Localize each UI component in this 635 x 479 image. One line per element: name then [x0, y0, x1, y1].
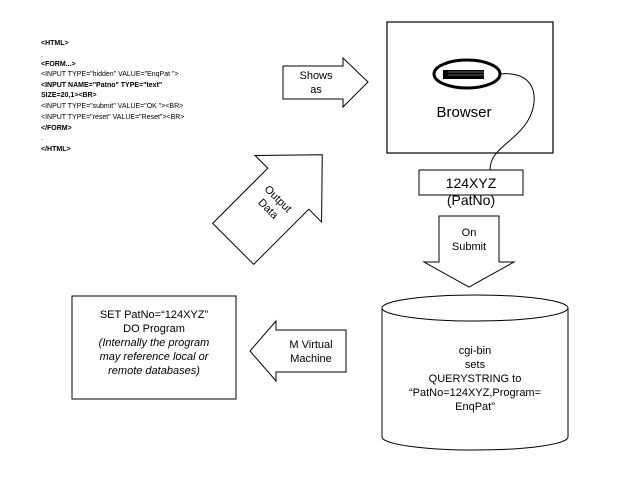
cgi-line-2: sets [465, 359, 486, 371]
cgi-line-4: “PatNo=124XYZ,Program= [409, 387, 541, 399]
cgi-cylinder-body [381, 308, 569, 451]
on-submit-label-2: Submit [452, 241, 486, 253]
code-line: SIZE=20,1><BR> [41, 92, 97, 99]
on-submit-label-1: On [462, 227, 477, 239]
program-box [71, 295, 237, 400]
code-line: <HTML> [41, 40, 69, 47]
code-line: <INPUT TYPE="reset" VALUE="Reset"><BR> [41, 114, 185, 121]
cgi-line-1: cgi-bin [459, 345, 491, 357]
patno-value: 124XYZ [446, 175, 497, 191]
patno-value-box [418, 169, 524, 196]
shows-as-label-1: Shows [299, 70, 333, 82]
program-line-2: DO Program [123, 323, 185, 335]
cgi-cylinder-top [381, 294, 569, 322]
code-line: <INPUT NAME="Patno" TYPE="text" [41, 82, 163, 89]
browser-text-field-icon [443, 70, 484, 79]
mvm-label-1: M Virtual [289, 339, 332, 351]
cgi-line-5: EnqPat” [455, 401, 495, 413]
code-line: </FORM> [41, 125, 72, 132]
code-line: <FORM...> [41, 61, 76, 68]
browser-connector-curve [489, 73, 535, 171]
shows-as-label-2: as [310, 84, 322, 96]
program-italic-3: remote databases) [108, 365, 200, 377]
browser-label: Browser [436, 104, 491, 121]
mvm-label-2: Machine [290, 353, 332, 365]
program-line-1: SET PatNo=“124XYZ” [100, 309, 209, 321]
m-virtual-machine-arrow [249, 319, 347, 383]
code-line: <INPUT TYPE="submit" VALUE="OK "><BR> [41, 103, 184, 110]
on-submit-arrow [422, 215, 516, 288]
shows-as-arrow [282, 56, 369, 109]
cgi-line-3: QUERYSTRING to [429, 373, 522, 385]
program-italic-1: (Internally the program [99, 337, 210, 349]
output-data-arrow [211, 154, 323, 266]
patno-caption: (PatNo) [447, 192, 495, 208]
code-line: <INPUT TYPE="hidden" VALUE="EnqPat "> [41, 71, 179, 78]
code-line: </HTML> [41, 146, 71, 153]
code-line: . [41, 135, 43, 142]
program-italic-2: may reference local or [100, 351, 210, 363]
code-line: . [41, 52, 43, 59]
